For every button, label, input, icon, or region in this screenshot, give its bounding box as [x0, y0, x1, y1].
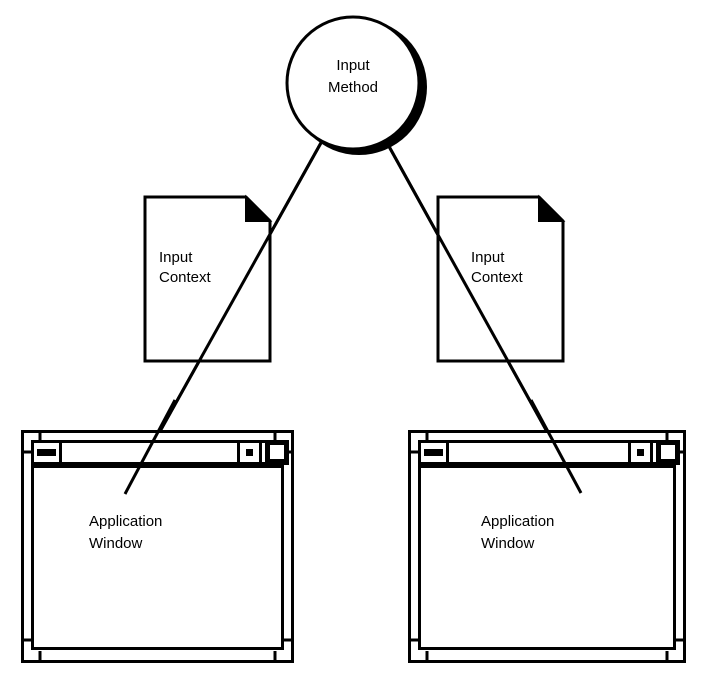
node-input-method[interactable]: Input Method: [285, 15, 427, 155]
node-input-context-left[interactable]: Input Context: [143, 194, 273, 363]
input-context-left-body: [143, 195, 272, 363]
input-method-label-line2: Method: [328, 79, 378, 96]
application-window-right-label-line2: Window: [481, 535, 535, 552]
connector-tails: [123, 399, 583, 495]
input-context-right-label-line1: Input: [471, 249, 505, 266]
node-input-context-right[interactable]: Input Context: [436, 194, 566, 363]
maximize-icon: [270, 445, 284, 459]
input-context-right-body: [436, 195, 565, 363]
window-menu-icon: [424, 449, 443, 456]
application-window-right-label-line1: Application: [481, 513, 554, 530]
node-application-window-right[interactable]: Application Window: [408, 430, 686, 663]
app-window-left-client-area: [31, 465, 284, 650]
application-window-left-label-line2: Window: [89, 535, 143, 552]
input-context-left-fold-icon: [245, 194, 273, 222]
input-context-left-label-line2: Context: [159, 269, 212, 286]
minimize-icon: [246, 449, 253, 456]
input-context-left-label-line1: Input: [159, 249, 193, 266]
app-window-right-client-area: [418, 465, 676, 650]
connector-tail-left: [123, 399, 177, 495]
maximize-icon: [661, 445, 675, 459]
connector-tail-right: [529, 399, 583, 494]
input-method-label-line1: Input: [336, 57, 370, 74]
input-context-right-fold-icon: [538, 194, 566, 222]
minimize-icon: [637, 449, 644, 456]
node-application-window-left[interactable]: Application Window: [21, 430, 294, 663]
application-window-left-label-line1: Application: [89, 513, 162, 530]
input-method-circle: [285, 15, 421, 151]
app-window-left-background: [23, 432, 292, 662]
app-window-right-background: [410, 432, 684, 662]
window-menu-icon: [37, 449, 56, 456]
input-context-right-label-line2: Context: [471, 269, 524, 286]
